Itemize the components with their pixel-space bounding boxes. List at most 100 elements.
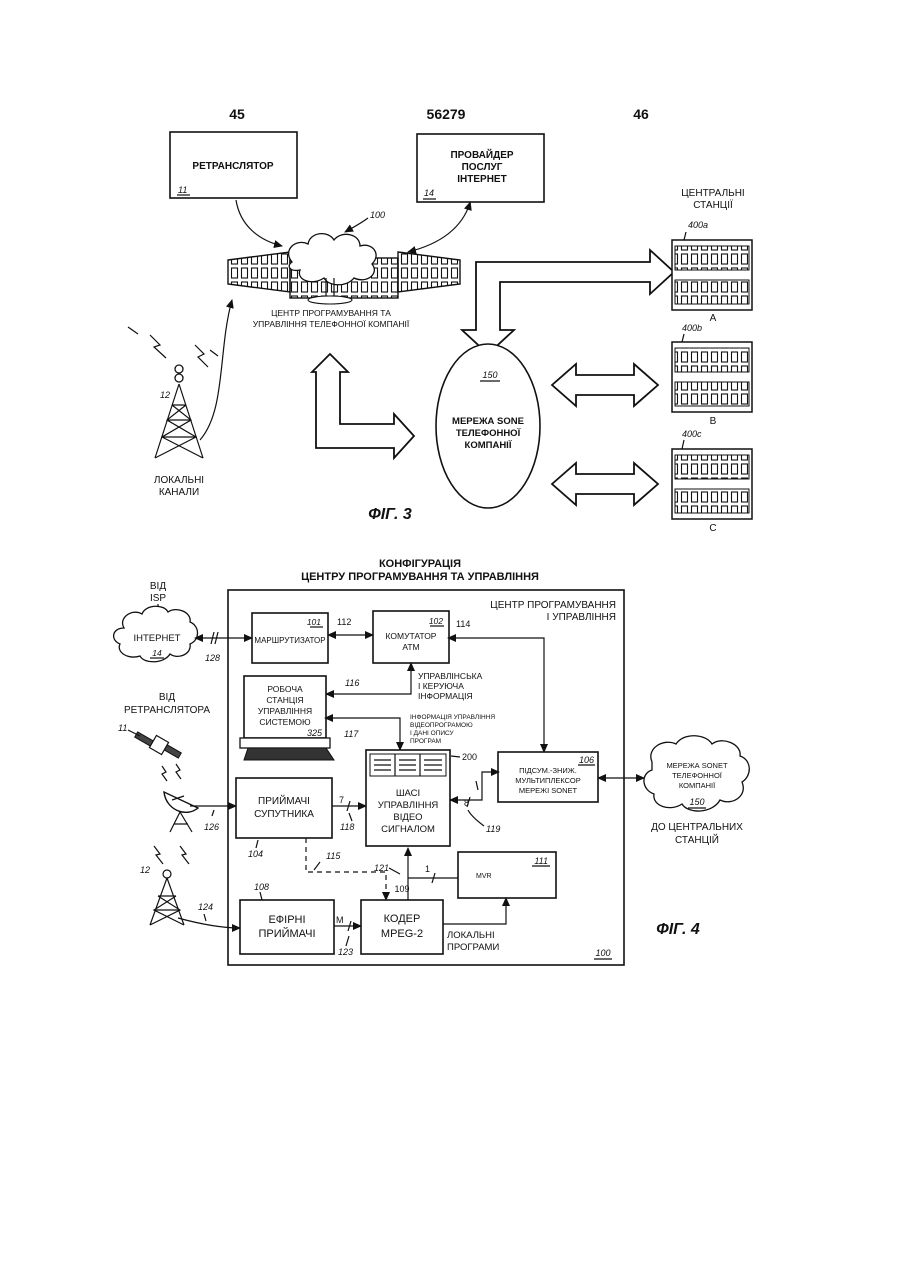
fig3-isp-line1: ПРОВАЙДЕР bbox=[450, 148, 513, 161]
fig3-station-b-ref: 400b bbox=[682, 323, 702, 333]
fig3-network-ref: 150 bbox=[482, 370, 497, 380]
fig3-station-b-letter: B bbox=[710, 416, 717, 427]
fig3-stations-title-line2: СТАНЦІЇ bbox=[693, 199, 733, 211]
fig4-video-info-line2: ВІДЕОПРОГРАМОЮ bbox=[410, 722, 473, 729]
fig4-title-line2: ЦЕНТРУ ПРОГРАМУВАННЯ ТА УПРАВЛІННЯ bbox=[301, 571, 539, 583]
fig4-atm-line1: КОМУТАТОР bbox=[386, 631, 437, 641]
fig3-isp-ref: 14 bbox=[424, 188, 434, 198]
fig4-ref-121: 121 bbox=[374, 863, 389, 873]
fig4-chassis-ref: 200 bbox=[462, 752, 477, 762]
fig4-ref-114: 114 bbox=[456, 619, 470, 629]
fig4-local-programs-line1: ЛОКАЛЬНІ bbox=[447, 930, 495, 941]
fig4-sonet-line1: МЕРЕЖА SONET bbox=[666, 761, 728, 770]
fig4-diagram: КОНФІГУРАЦІЯ ЦЕНТРУ ПРОГРАМУВАННЯ ТА УПР… bbox=[114, 558, 750, 965]
fig3-local-line1: ЛОКАЛЬНІ bbox=[154, 475, 204, 486]
fig4-workstation-ref: 325 bbox=[307, 728, 323, 738]
fig4-ref-112: 112 bbox=[337, 617, 351, 627]
fig3-station-a-ref: 400a bbox=[688, 220, 708, 230]
fig4-control-info-line2: І КЕРУЮЧА bbox=[418, 681, 464, 691]
fig4-from-relay-line2: РЕТРАНСЛЯТОРА bbox=[124, 705, 210, 716]
fig4-mux-line2: МУЛЬТИПЛЕКСОР bbox=[515, 776, 581, 785]
fig4-title-line1: КОНФІГУРАЦІЯ bbox=[379, 558, 461, 570]
fig4-to-stations-line2: СТАНЦІЙ bbox=[675, 833, 719, 846]
fig4-caption: ФІГ. 4 bbox=[656, 921, 700, 938]
fig4-ref-124: 124 bbox=[198, 902, 213, 912]
fig4-sat-receivers-line1: ПРИЙМАЧІ bbox=[258, 794, 310, 807]
fig4-chassis-line3: ВІДЕО bbox=[393, 812, 422, 823]
fig4-internet-cloud: ІНТЕРНЕТ 14 bbox=[114, 606, 198, 662]
fig3-isp-line3: ІНТЕРНЕТ bbox=[457, 174, 506, 185]
fig3-relay-ref: 11 bbox=[178, 185, 187, 195]
fig4-from-isp-line2: ISP bbox=[150, 593, 166, 604]
fig4-tower-ref: 12 bbox=[140, 865, 150, 875]
fig4-control-info-line1: УПРАВЛІНСЬКА bbox=[418, 671, 483, 681]
fig4-mvr-box: MVR 111 bbox=[458, 852, 556, 898]
fig4-workstation-icon: РОБОЧА СТАНЦІЯ УПРАВЛІННЯ СИСТЕМОЮ 325 bbox=[240, 676, 334, 760]
fig4-ref-123: 123 bbox=[338, 947, 353, 957]
fig4-air-receivers-box: ЕФІРНІ ПРИЙМАЧІ bbox=[240, 900, 334, 954]
fig3-station-c-ref: 400c bbox=[682, 429, 702, 439]
fig4-sonet-line3: КОМПАНІЇ bbox=[679, 781, 716, 790]
fig4-sonet-ref: 150 bbox=[689, 797, 704, 807]
fig3-local-line2: КАНАЛИ bbox=[159, 487, 199, 498]
fig4-tower-icon bbox=[150, 846, 189, 925]
fig4-chassis-box: ШАСІ УПРАВЛІННЯ ВІДЕО СИГНАЛОМ bbox=[366, 750, 450, 846]
fig4-bus-seven: 7 bbox=[339, 795, 344, 805]
fig3-network-line2: ТЕЛЕФОННОЇ bbox=[456, 428, 521, 439]
fig4-workstation-line2: СТАНЦІЯ bbox=[266, 695, 303, 705]
fig4-from-relay-line1: ВІД bbox=[159, 692, 175, 703]
fig4-ref-116: 116 bbox=[345, 678, 359, 688]
fig4-bus-m: M bbox=[336, 915, 344, 925]
fig3-network-to-stations-arrow bbox=[462, 250, 674, 354]
fig3-programming-center-icon bbox=[228, 234, 460, 304]
fig4-encoder-line2: MPEG-2 bbox=[381, 928, 423, 940]
fig4-chassis-line4: СИГНАЛОМ bbox=[381, 824, 435, 835]
fig4-ref-118: 118 bbox=[340, 822, 354, 832]
fig4-control-info-line3: ІНФОРМАЦІЯ bbox=[418, 691, 473, 701]
fig3-relay-label: РЕТРАНСЛЯТОР bbox=[192, 161, 273, 172]
fig4-internet-label: ІНТЕРНЕТ bbox=[134, 633, 181, 644]
fig4-ref-128: 128 bbox=[205, 653, 220, 663]
fig4-chassis-line1: ШАСІ bbox=[396, 788, 420, 799]
fig4-encoder-box: КОДЕР MPEG-2 bbox=[361, 900, 443, 954]
fig3-station-a-letter: A bbox=[710, 313, 717, 324]
fig4-mux-line1: ПІДСУМ.-ЗНИЖ. bbox=[519, 766, 577, 775]
fig3-diagram: РЕТРАНСЛЯТОР 11 ПРОВАЙДЕР ПОСЛУГ ІНТЕРНЕ… bbox=[128, 132, 752, 534]
fig4-sonet-line2: ТЕЛЕФОННОЇ bbox=[672, 771, 723, 780]
fig3-network-line3: КОМПАНІЇ bbox=[465, 440, 512, 451]
fig4-router-box: МАРШРУТИЗАТОР 101 bbox=[252, 613, 328, 663]
fig3-center-to-network-arrow bbox=[312, 354, 414, 458]
fig4-atm-box: КОМУТАТОР АТМ 102 bbox=[373, 611, 449, 663]
fig4-frame-label-line2: І УПРАВЛІННЯ bbox=[547, 612, 616, 623]
fig3-stations-title-line1: ЦЕНТРАЛЬНІ bbox=[681, 188, 744, 199]
fig4-local-programs-line2: ПРОГРАМИ bbox=[447, 942, 499, 953]
fig3-network-station-c-arrow bbox=[552, 463, 658, 505]
fig3-station-a-icon bbox=[672, 240, 752, 310]
fig4-relay-ref: 11 bbox=[118, 723, 127, 733]
fig4-air-receivers-line1: ЕФІРНІ bbox=[268, 914, 305, 926]
fig3-network-station-b-arrow bbox=[552, 364, 658, 406]
fig4-video-info-line4: ПРОГРАМ bbox=[410, 738, 441, 745]
fig3-tower-icon bbox=[128, 327, 218, 458]
fig4-ref-117: 117 bbox=[344, 729, 359, 739]
fig4-mvr-label: MVR bbox=[476, 873, 492, 880]
fig4-frame-ref: 100 bbox=[595, 948, 610, 958]
fig4-workstation-line3: УПРАВЛІННЯ bbox=[258, 706, 312, 716]
fig4-from-isp-line1: ВІД bbox=[150, 581, 166, 592]
fig3-tower-ref: 12 bbox=[160, 390, 170, 400]
fig3-isp-line2: ПОСЛУГ bbox=[462, 162, 503, 173]
fig3-relay-box: РЕТРАНСЛЯТОР 11 bbox=[170, 132, 297, 198]
fig4-video-info-line3: І ДАНІ ОПИСУ bbox=[410, 730, 455, 737]
fig3-network-line1: МЕРЕЖА SONE bbox=[452, 416, 524, 427]
fig4-atm-line2: АТМ bbox=[402, 642, 419, 652]
fig4-internet-ref: 14 bbox=[152, 648, 162, 658]
page-number-right: 46 bbox=[633, 106, 649, 122]
fig3-center-ref: 100 bbox=[370, 210, 385, 220]
fig4-router-label: МАРШРУТИЗАТОР bbox=[254, 636, 325, 645]
fig4-mux-line3: МЕРЕЖІ SONET bbox=[519, 786, 578, 795]
fig3-center-label-line1: ЦЕНТР ПРОГРАМУВАННЯ ТА bbox=[271, 308, 391, 318]
fig4-mux-box: ПІДСУМ.-ЗНИЖ. МУЛЬТИПЛЕКСОР МЕРЕЖІ SONET… bbox=[498, 752, 598, 802]
fig4-ref-119: 119 bbox=[486, 824, 500, 834]
fig3-isp-box: ПРОВАЙДЕР ПОСЛУГ ІНТЕРНЕТ 14 bbox=[417, 134, 544, 202]
